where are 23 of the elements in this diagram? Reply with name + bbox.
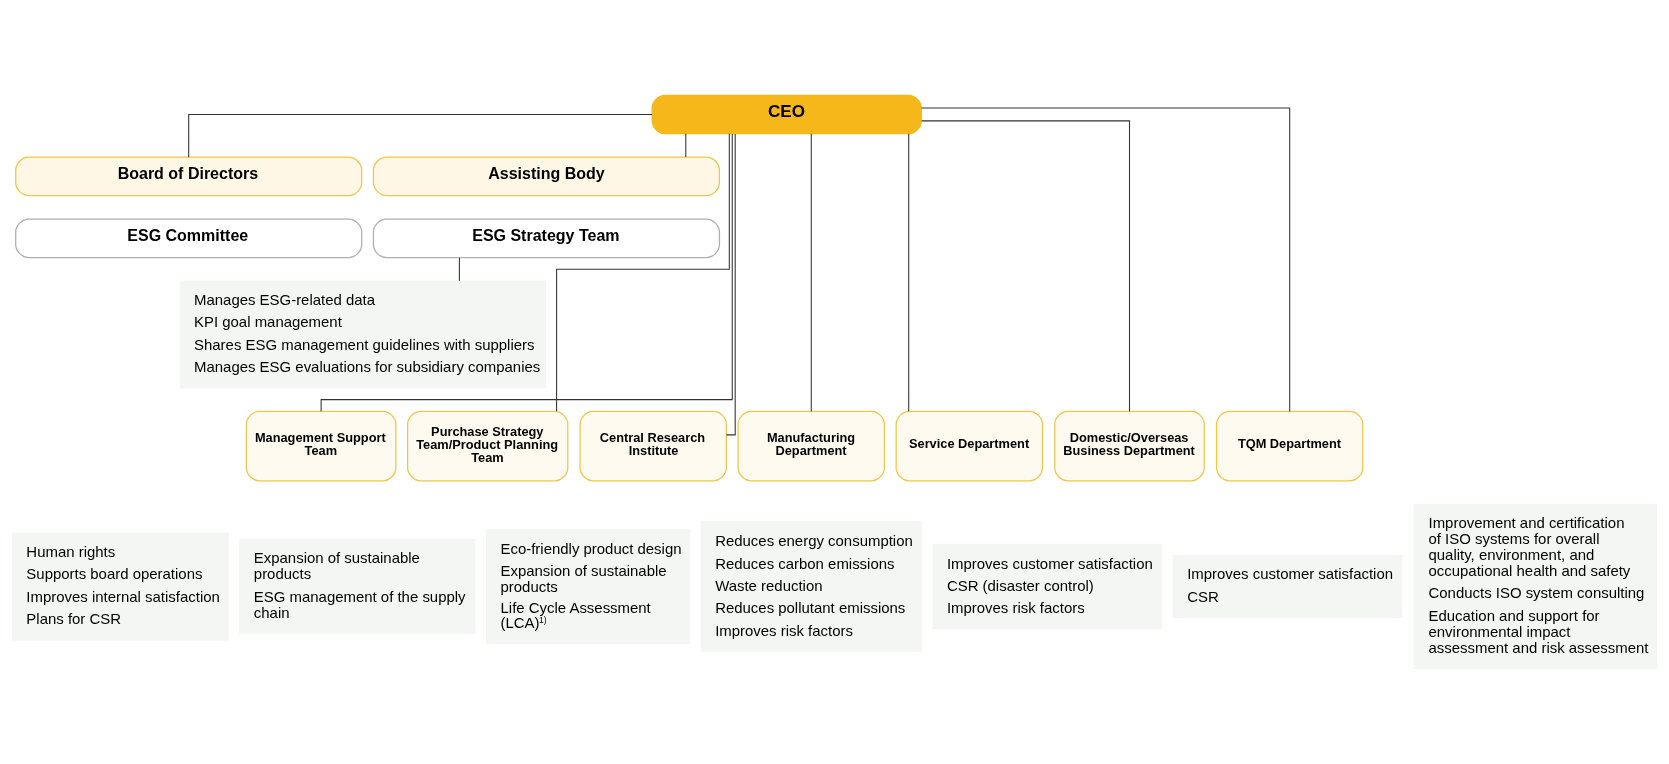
connector [458,257,460,282]
node-box: ESG Strategy Team [372,218,721,259]
node-box: Manages ESG-related data KPI goal management Shares ESG management guidelines with suppliers Manages ESG evaluations for subsidiary companies [179,280,546,389]
connector [685,133,687,158]
node-box: Purchase Strategy Team/Product Planning Team [406,410,569,482]
connector [921,120,1131,412]
connector [920,107,1291,412]
node-box: Domestic/Overseas Business Department [1054,410,1205,482]
node-box: Service Department [895,410,1044,482]
connector [908,133,910,412]
node-box: Central Research Institute [579,410,727,482]
node-box: TQM Department [1215,410,1364,482]
node-box: Board of Directors [15,156,363,197]
node-box: Assisting Body [372,156,721,197]
connector [320,133,733,412]
connector [188,113,653,158]
node-box: CEO [651,94,922,135]
node-box: Management Support Team [245,410,397,482]
node-box: Manufacturing Department [737,410,886,482]
connector [725,133,736,436]
node-box: ESG Committee [15,218,363,259]
connector [556,133,730,412]
connector [810,133,812,412]
